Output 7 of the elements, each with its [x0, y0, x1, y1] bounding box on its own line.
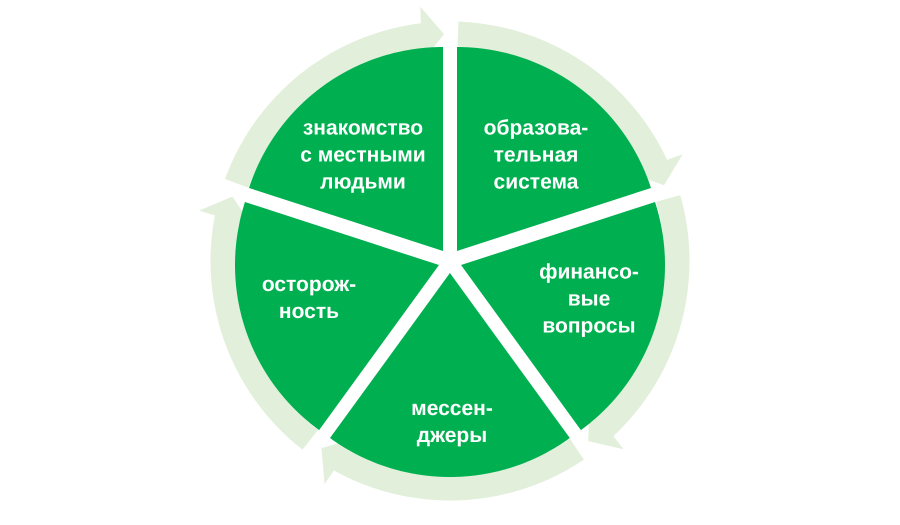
pie-segment — [457, 47, 652, 252]
segment-label: финансо- вые вопросы — [538, 259, 640, 340]
pie-segment — [248, 47, 443, 252]
segment-label: образова- тельная система — [482, 115, 590, 196]
segment-label: знакомство с местными людьми — [299, 115, 427, 196]
segment-label: осторож- ность — [260, 272, 358, 325]
segment-label: мессен- джеры — [410, 396, 494, 449]
